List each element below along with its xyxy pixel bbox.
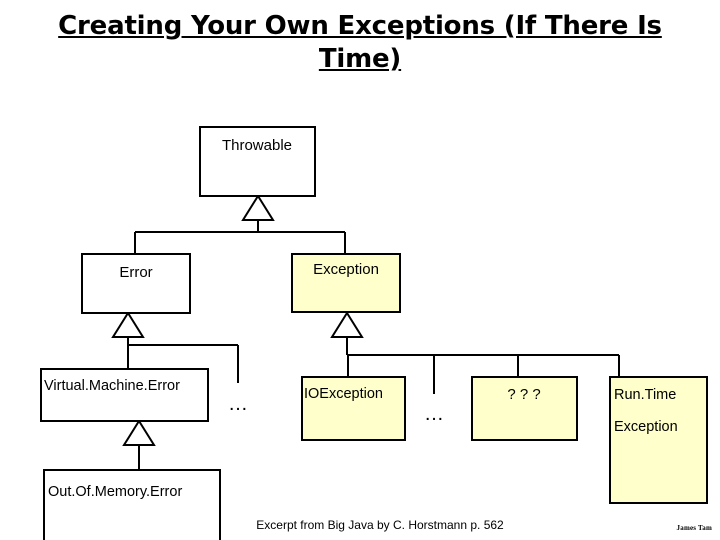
edge-throwable-children bbox=[134, 220, 346, 254]
edge-error-children bbox=[127, 337, 239, 383]
generalization-arrow-error bbox=[111, 311, 145, 338]
node-exception[interactable]: Exception bbox=[291, 253, 401, 313]
node-runtimeexception[interactable]: Run.Time Exception bbox=[609, 376, 708, 504]
source-citation: Excerpt from Big Java by C. Horstmann p.… bbox=[256, 518, 504, 532]
node-outofmemoryerror[interactable]: Out.Of.Memory.Error bbox=[43, 469, 221, 540]
node-unknown-label: ? ? ? bbox=[507, 386, 540, 403]
node-virtualmachineerror-label: Virtual.Machine.Error bbox=[44, 378, 180, 394]
node-runtimeexception-label-line2: Exception bbox=[614, 419, 678, 435]
generalization-arrow-virtualmachineerror bbox=[122, 419, 156, 446]
node-throwable[interactable]: Throwable bbox=[199, 126, 316, 197]
node-runtimeexception-label-line1: Run.Time bbox=[614, 387, 676, 403]
generalization-arrow-throwable bbox=[241, 194, 275, 221]
generalization-arrow-exception bbox=[330, 311, 364, 338]
node-error-more-ellipsis: … bbox=[228, 393, 248, 415]
edge-exception-children bbox=[346, 337, 620, 394]
node-error-label: Error bbox=[119, 264, 152, 281]
node-exception-more-ellipsis: … bbox=[424, 403, 444, 425]
node-ioexception[interactable]: IOException bbox=[301, 376, 406, 441]
node-ioexception-label: IOException bbox=[304, 386, 383, 402]
node-outofmemoryerror-label: Out.Of.Memory.Error bbox=[48, 484, 182, 500]
author-credit: James Tam bbox=[676, 524, 712, 532]
node-virtualmachineerror[interactable]: Virtual.Machine.Error bbox=[40, 368, 209, 422]
node-error[interactable]: Error bbox=[81, 253, 191, 314]
node-throwable-label: Throwable bbox=[222, 137, 292, 154]
page-title: Creating Your Own Exceptions (If There I… bbox=[58, 11, 662, 74]
node-unknown[interactable]: ? ? ? bbox=[471, 376, 578, 441]
node-exception-label: Exception bbox=[313, 261, 379, 278]
